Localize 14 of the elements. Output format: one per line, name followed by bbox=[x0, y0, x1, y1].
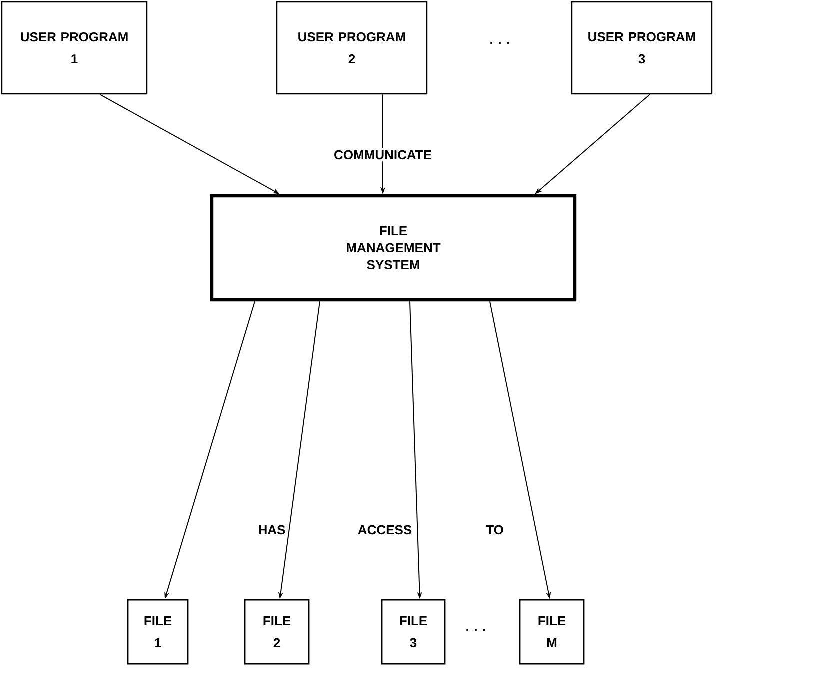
ellipsis: . . . bbox=[490, 42, 510, 44]
file-box: FILE 3 bbox=[381, 599, 446, 665]
file-box: FILE M bbox=[519, 599, 585, 665]
label-text: TO bbox=[486, 525, 504, 535]
program-box: USER PROGRAM 3 bbox=[571, 1, 713, 95]
label-text: ACCESS bbox=[358, 525, 412, 535]
file-box: FILE 1 bbox=[127, 599, 189, 665]
edge-label: COMMUNICATE bbox=[332, 148, 434, 162]
program-box: USER PROGRAM 2 bbox=[276, 1, 428, 95]
ellipsis: . . . bbox=[466, 629, 486, 631]
program-box: USER PROGRAM 1 bbox=[1, 1, 148, 95]
file-box: FILE 2 bbox=[244, 599, 310, 665]
label-text: HAS bbox=[259, 525, 286, 535]
system-box: FILE MANAGEMENT SYSTEM bbox=[210, 194, 577, 302]
